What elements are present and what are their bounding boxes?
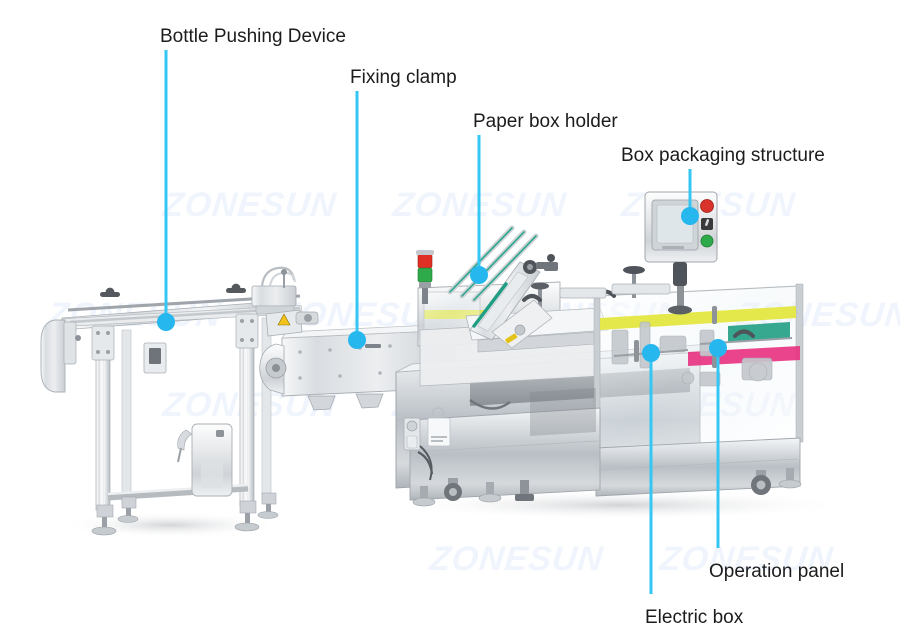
magazine-guide-rods bbox=[447, 225, 539, 303]
cable-conduit-2 bbox=[419, 445, 433, 481]
emergency-stop-button bbox=[700, 199, 714, 213]
caster-wheel-right bbox=[751, 470, 771, 495]
magazine-suction-cup bbox=[514, 324, 526, 336]
main-cartoner-body bbox=[395, 266, 804, 507]
pusher-rail-slot bbox=[365, 344, 381, 348]
caster-wheel-left bbox=[444, 478, 462, 501]
pneumatic-manifold bbox=[251, 266, 297, 315]
green-roller-band bbox=[728, 322, 790, 342]
top-sensor-bracket bbox=[544, 254, 558, 271]
fine-details bbox=[419, 254, 596, 481]
bottle-conveyor-assembly bbox=[40, 283, 303, 536]
machine-nameplate bbox=[427, 407, 451, 447]
pusher-side-actuator bbox=[295, 311, 319, 325]
label-electric-box: Electric box bbox=[645, 607, 744, 628]
start-button bbox=[700, 234, 714, 248]
conveyor-junction-box bbox=[143, 342, 167, 374]
signal-tower-light bbox=[416, 250, 434, 304]
label-paper-box-holder: Paper box holder bbox=[473, 111, 618, 132]
conveyor-drive-motor bbox=[177, 423, 233, 497]
label-operation-panel: Operation panel bbox=[709, 561, 845, 582]
label-bottle-pushing-device: Bottle Pushing Device bbox=[160, 26, 346, 47]
magazine-green-strip bbox=[472, 282, 508, 328]
machine-dark-recess bbox=[530, 388, 596, 436]
conveyor-end-roller-cover bbox=[40, 319, 66, 393]
warning-triangle-icon bbox=[277, 313, 291, 326]
pusher-drive-head bbox=[259, 343, 287, 395]
conveyor-adjustable-feet bbox=[91, 492, 279, 536]
top-plate-1 bbox=[559, 287, 607, 299]
hmi-arm-base bbox=[668, 305, 692, 315]
hmi-screen-label bbox=[662, 246, 684, 249]
magazine-frame-inner bbox=[477, 271, 529, 332]
cabinet-top-handle-3 bbox=[733, 329, 755, 338]
label-box-packaging-structure: Box packaging structure bbox=[621, 145, 825, 166]
carton-magazine-assembly bbox=[447, 225, 553, 349]
conveyor-legs bbox=[95, 317, 272, 511]
hmi-arm-post bbox=[673, 262, 687, 286]
selector-switch bbox=[701, 218, 713, 230]
machine-lower-base bbox=[409, 407, 601, 501]
rail-adjuster-knobs bbox=[100, 283, 246, 297]
base-seams bbox=[411, 440, 799, 471]
cabinet-top-handle-1 bbox=[522, 294, 542, 302]
top-plate-2 bbox=[611, 283, 671, 295]
guard-door-handles bbox=[634, 306, 717, 368]
hmi-arm-shaft bbox=[677, 286, 684, 308]
bracket-bolts bbox=[96, 319, 254, 354]
end-roller-bolt bbox=[75, 335, 81, 341]
cabinet-top-accessories bbox=[522, 266, 755, 338]
label-fixing-clamp: Fixing clamp bbox=[350, 67, 457, 88]
cable-conduit-1 bbox=[469, 399, 511, 410]
end-roller-bracket bbox=[63, 321, 77, 365]
operation-panel-assembly bbox=[644, 191, 718, 315]
cartoner-feet bbox=[412, 468, 802, 507]
pusher-mount-plate bbox=[265, 309, 303, 337]
magazine-pickup-head bbox=[491, 299, 553, 349]
shadow-machine bbox=[390, 490, 850, 520]
magazine-yellow-detail bbox=[505, 333, 518, 344]
